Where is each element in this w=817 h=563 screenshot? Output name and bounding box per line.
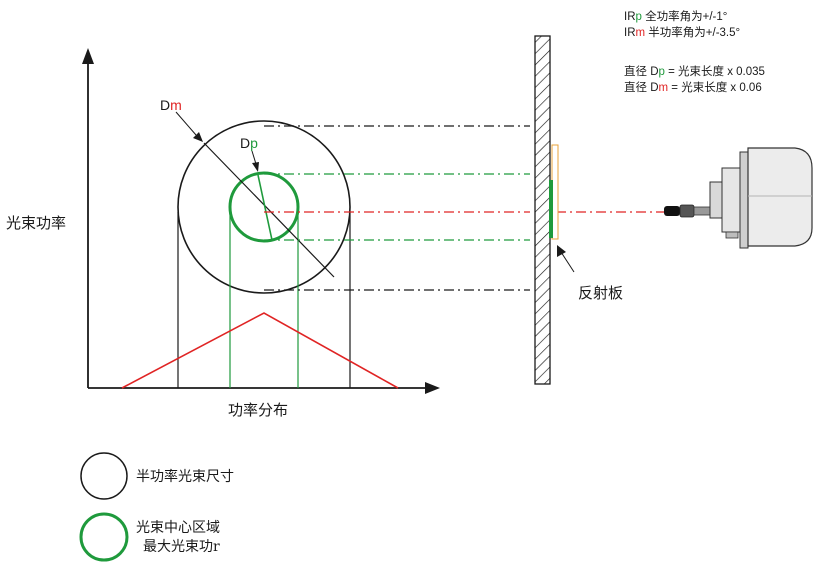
legend-half-power-swatch [80, 452, 128, 500]
dp-label: Dp [240, 135, 258, 151]
reflector-leader-arrowhead [557, 245, 566, 257]
legend-center-label-line1: 光束中心区域 [136, 520, 220, 536]
info-line-full-power: IRp 全功率角为+/-1° [624, 9, 727, 23]
center-power-circle [228, 171, 300, 243]
sensor-front-ring [709, 181, 723, 219]
y-axis-label: 光束功率 [6, 214, 66, 232]
legend: 半功率光束尺寸 光束中心区域 最大光束功r [79, 452, 234, 562]
sensor-side-mount [725, 231, 739, 239]
reflector-leader-line [560, 251, 575, 273]
sensor-connector-plug [664, 206, 680, 216]
sensor-mid-section [721, 167, 741, 233]
y-axis-arrowhead [82, 48, 94, 64]
dp-diameter-line [257, 174, 273, 241]
sensor-rear-flange [739, 151, 749, 249]
legend-center-swatch [79, 512, 129, 562]
dm-diameter-line [203, 142, 335, 278]
dm-label: Dm [160, 97, 182, 113]
projection-lines [264, 125, 668, 291]
dp-leader-line [251, 150, 257, 165]
dm-leader-arrowhead [193, 132, 203, 142]
reflector-wall-hatch [534, 35, 551, 385]
info-line-half-power: IRm 半功率角为+/-3.5° [624, 25, 740, 39]
x-axis-label: 功率分布 [228, 401, 288, 419]
info-block: IRp 全功率角为+/-1° IRm 半功率角为+/-3.5° 直径 Dp = … [624, 9, 765, 94]
sensor-connector-tip [693, 206, 711, 216]
info-line-dp-formula: 直径 Dp = 光束长度 x 0.035 [624, 64, 765, 78]
sensor-connector-sleeve [679, 204, 695, 218]
legend-center-label-line2: 最大光束功r [143, 539, 220, 555]
x-axis-arrowhead [425, 382, 440, 394]
reflector-wall [534, 35, 559, 385]
dm-leader-line [175, 111, 197, 136]
legend-half-power-label: 半功率光束尺寸 [136, 468, 234, 485]
info-line-dm-formula: 直径 Dm = 光束长度 x 0.06 [624, 80, 762, 94]
sensor-housing [747, 147, 813, 247]
half-power-circle [177, 120, 351, 294]
axes [82, 48, 440, 394]
reflector-plate-green-strip [549, 180, 553, 238]
sensor-device [664, 147, 813, 249]
dp-leader-arrowhead [252, 162, 259, 172]
reflector-label: 反射板 [578, 284, 623, 302]
power-distribution-curve [121, 312, 399, 389]
